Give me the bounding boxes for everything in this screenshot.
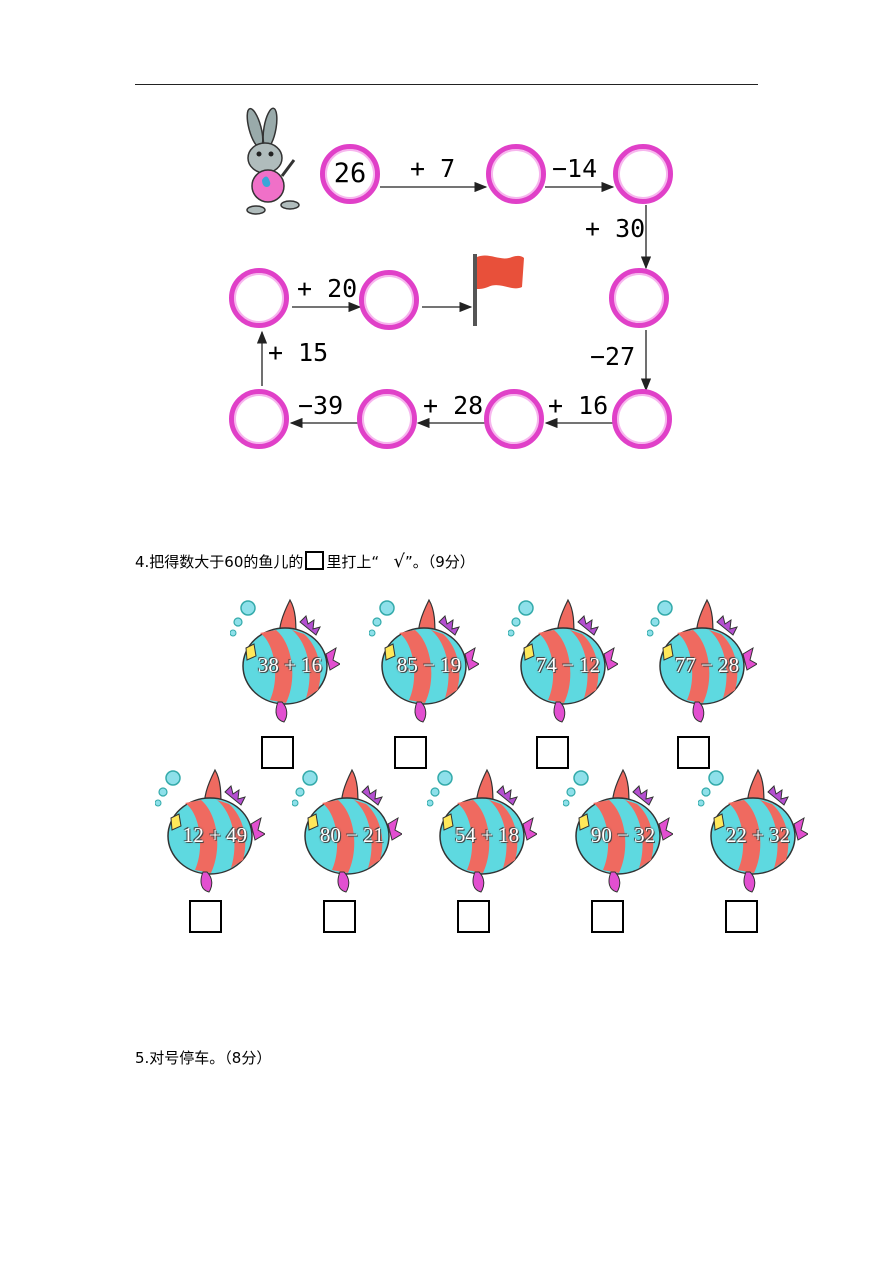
answer-circle-9[interactable] [359,270,419,330]
finish-flag-icon [473,254,524,326]
start-value: 26 [333,158,367,189]
answer-box-fish-4[interactable] [677,736,710,769]
fish-expression: 12 + 49 [182,823,248,847]
op-label: + 30 [585,214,646,243]
answer-circle-7[interactable] [229,389,289,449]
fish-expression: 54 + 18 [454,823,520,847]
op-label: + 16 [548,391,609,420]
answer-box-fish-3[interactable] [536,736,569,769]
checkmark-icon: √ [393,551,405,572]
fish-4: 77 − 28 [646,598,758,728]
answer-circle-8[interactable] [229,268,289,328]
rabbit-icon [246,107,300,215]
fish-expression: 74 − 12 [535,653,601,677]
fish-expression: 38 + 16 [257,653,323,677]
q4-tail: ”。（9分） [404,553,475,571]
checkbox-symbol-icon [305,551,325,570]
answer-box-fish-1[interactable] [261,736,294,769]
fish-6: 80 − 21 [291,768,403,898]
fish-1: 38 + 16 [229,598,341,728]
answer-box-fish-7[interactable] [457,900,490,933]
answer-box-fish-9[interactable] [725,900,758,933]
op-label: −39 [298,391,344,420]
fish-5: 12 + 49 [154,768,266,898]
question-4-title: 4.把得数大于60的鱼儿的 里打上“ √”。（9分） [135,551,475,572]
answer-box-fish-5[interactable] [189,900,222,933]
answer-circle-2[interactable] [613,144,673,204]
fish-2: 85 − 19 [368,598,480,728]
answer-circle-4[interactable] [612,389,672,449]
fish-expression: 85 − 19 [396,653,462,677]
fish-7: 54 + 18 [426,768,538,898]
answer-circle-3[interactable] [609,268,669,328]
fish-expression: 90 − 32 [590,823,656,847]
number-chain-diagram: 26 + 7 −14 + 30 −27 + 16 + 28 −39 + 15 +… [0,0,892,480]
op-label: + 20 [297,274,358,303]
answer-circle-6[interactable] [357,389,417,449]
op-label: −14 [552,154,598,183]
op-label: + 7 [410,154,456,183]
header-rule [135,84,758,85]
question-5-title: 5.对号停车。（8分） [135,1049,272,1067]
answer-box-fish-8[interactable] [591,900,624,933]
op-label: −27 [590,342,636,371]
fish-expression: 80 − 21 [319,823,385,847]
op-label: + 15 [268,338,329,367]
start-circle: 26 [320,144,380,204]
fish-9: 22 + 32 [697,768,809,898]
fish-expression: 77 − 28 [674,653,740,677]
answer-box-fish-2[interactable] [394,736,427,769]
fish-3: 74 − 12 [507,598,619,728]
q4-suffix: 里打上“ [326,553,380,571]
fish-8: 90 − 32 [562,768,674,898]
answer-circle-1[interactable] [486,144,546,204]
op-label: + 28 [423,391,484,420]
q4-prefix: 4.把得数大于60的鱼儿的 [135,553,304,571]
flow-arrows [246,107,652,429]
answer-box-fish-6[interactable] [323,900,356,933]
fish-expression: 22 + 32 [725,823,791,847]
answer-circle-5[interactable] [484,389,544,449]
